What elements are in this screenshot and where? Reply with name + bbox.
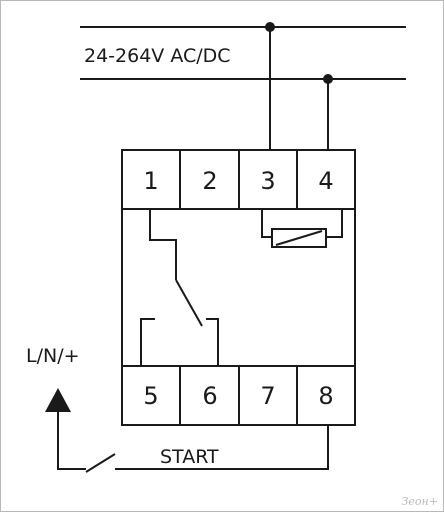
terminal-2-label: 2 xyxy=(202,167,217,195)
terminal-7-label: 7 xyxy=(260,382,275,410)
start-switch-icon xyxy=(85,453,116,473)
control-label: L/N/+ xyxy=(26,345,80,367)
start-wire-right xyxy=(115,425,329,470)
junction-dot-terminal-4 xyxy=(323,74,333,84)
supply-label: 24-264V AC/DC xyxy=(84,45,231,67)
terminal-3-label: 3 xyxy=(260,167,275,195)
start-label: START xyxy=(160,446,219,468)
contact-close-lead xyxy=(206,318,219,366)
start-wire-left xyxy=(57,410,86,470)
terminal-1-label: 1 xyxy=(143,167,158,195)
terminal-6-label: 6 xyxy=(202,382,217,410)
terminal-5-label: 5 xyxy=(143,382,158,410)
terminal-4-label: 4 xyxy=(318,167,333,195)
contact-open-lead xyxy=(140,318,155,366)
coil-slash xyxy=(275,230,323,246)
terminal-8-label: 8 xyxy=(318,382,333,410)
junction-dot-terminal-3 xyxy=(265,22,275,32)
watermark: Зеон+ xyxy=(401,495,438,508)
contact-blade xyxy=(175,279,203,327)
arrow-up-icon xyxy=(45,388,71,412)
contact-common-lead xyxy=(149,209,177,280)
